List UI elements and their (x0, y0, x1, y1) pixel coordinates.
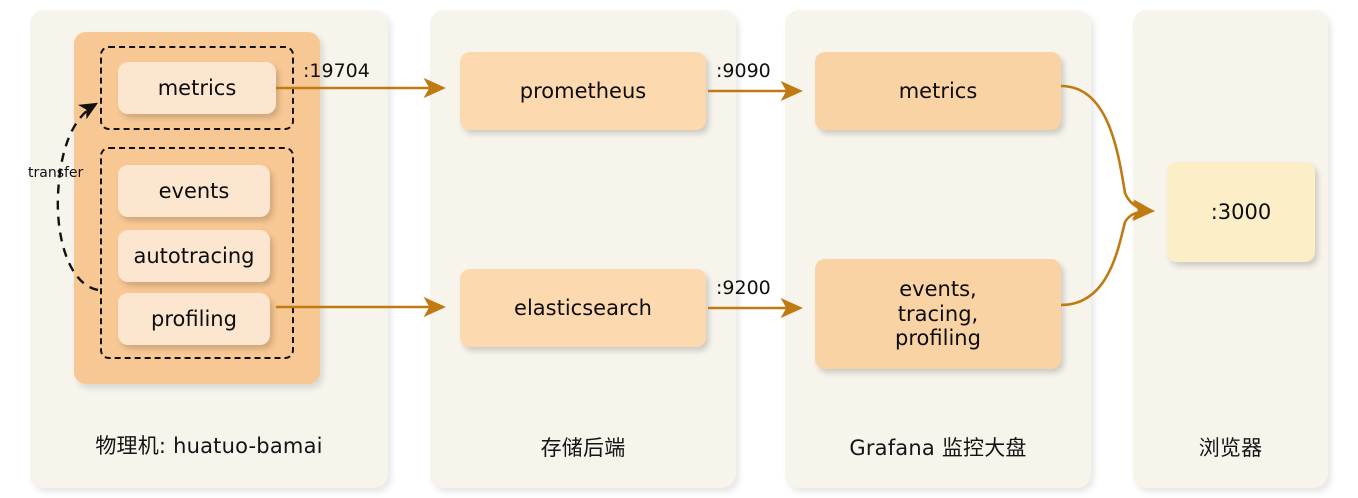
node-host-autotracing-label: autotracing (133, 243, 255, 268)
edge-label-19704: :19704 (303, 60, 370, 82)
node-host-profiling-label: profiling (151, 306, 237, 331)
panel-browser-title: 浏览器 (1198, 436, 1263, 460)
node-grafana-metrics[interactable]: metrics (815, 52, 1061, 130)
edge-label-9200: :9200 (716, 277, 771, 299)
node-host-metrics-label: metrics (157, 75, 237, 100)
node-browser-port[interactable]: :3000 (1167, 162, 1315, 262)
node-prometheus-label: prometheus (519, 78, 647, 103)
node-host-events-label: events (158, 178, 230, 203)
dashed-group-telemetry (100, 147, 294, 359)
node-host-autotracing[interactable]: autotracing (118, 230, 270, 282)
node-grafana-metrics-label: metrics (898, 78, 978, 103)
node-browser-port-label: :3000 (1210, 199, 1272, 224)
node-host-metrics[interactable]: metrics (118, 62, 276, 114)
node-elasticsearch-label: elasticsearch (514, 295, 652, 320)
panel-host-title: 物理机: huatuo-bamai (95, 434, 323, 458)
edge-label-9090: :9090 (716, 60, 771, 82)
edge-label-transfer: transfer (28, 165, 84, 181)
node-grafana-telemetry[interactable]: events, tracing, profiling (815, 259, 1061, 369)
node-grafana-telemetry-label: events, tracing, profiling (895, 277, 981, 351)
panel-grafana-title: Grafana 监控大盘 (849, 436, 1027, 460)
node-prometheus[interactable]: prometheus (460, 52, 706, 130)
node-host-events[interactable]: events (118, 165, 270, 217)
panel-storage-title: 存储后端 (540, 436, 626, 460)
node-elasticsearch[interactable]: elasticsearch (460, 269, 706, 347)
node-host-profiling[interactable]: profiling (118, 293, 270, 345)
